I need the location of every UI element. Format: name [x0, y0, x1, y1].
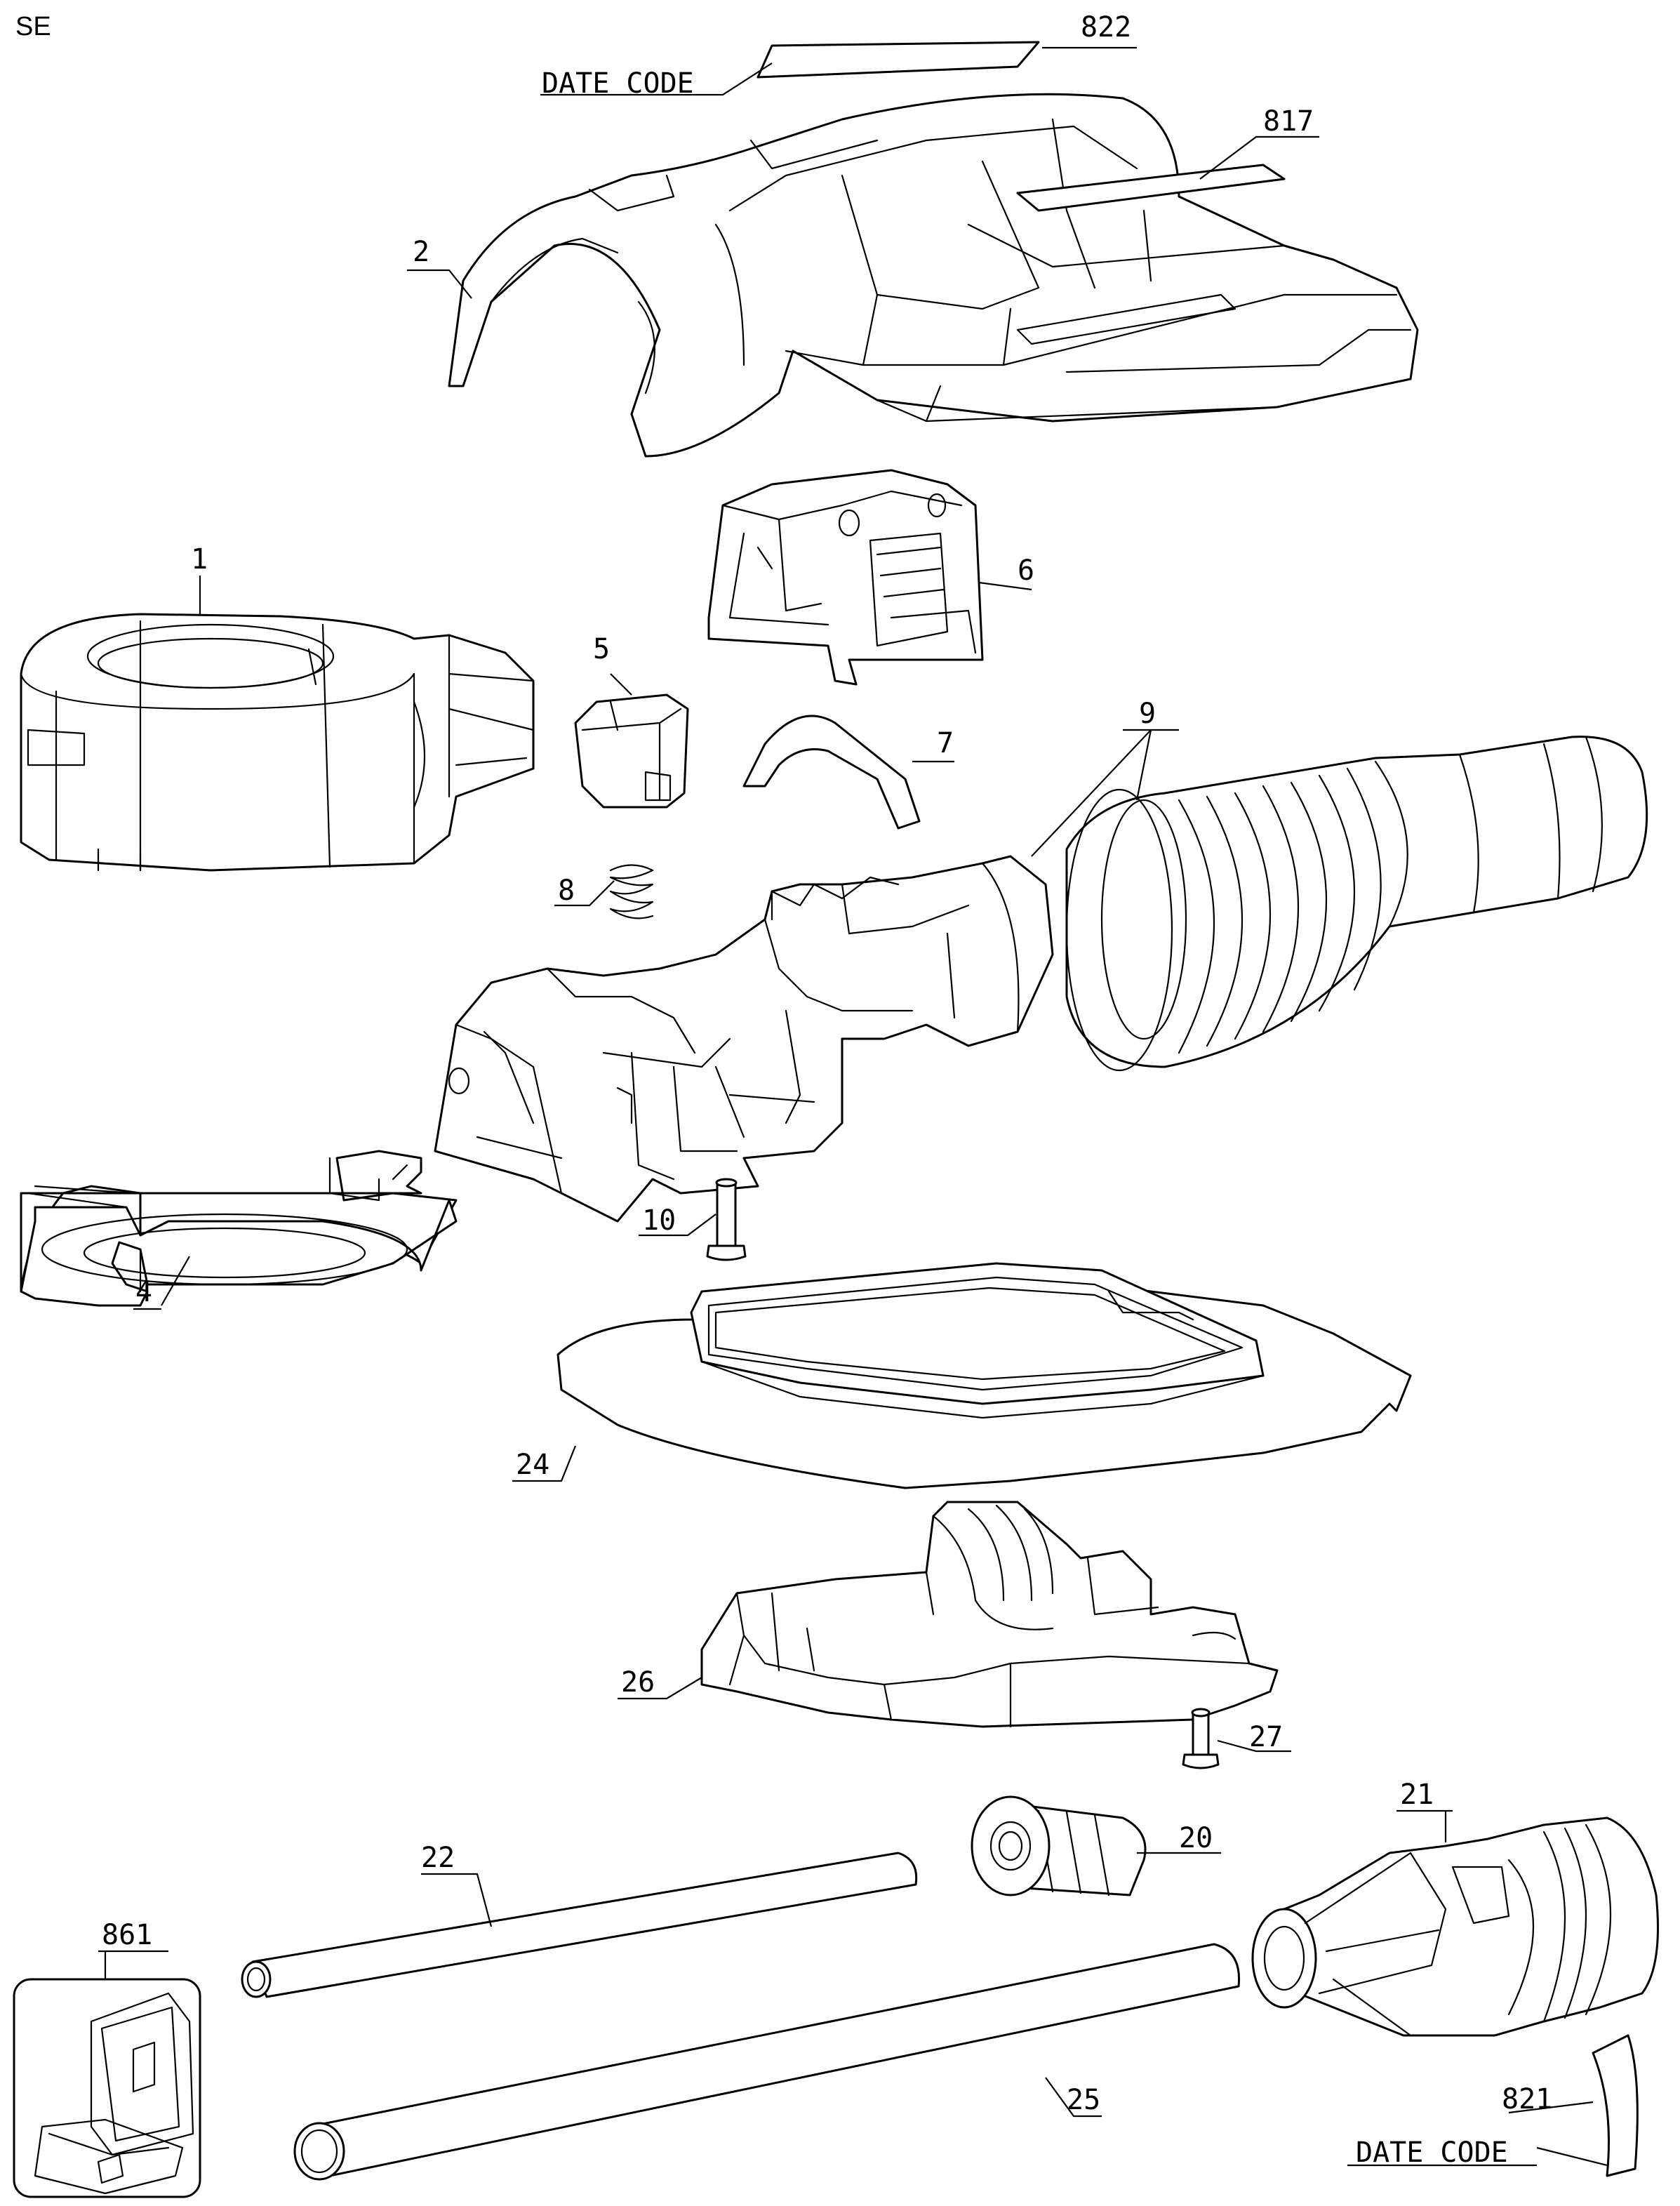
callout-1: 1	[191, 543, 208, 576]
callout-20: 20	[1179, 1822, 1213, 1854]
callout-2: 2	[413, 236, 429, 268]
callout-24: 24	[516, 1449, 549, 1481]
callout-861: 861	[102, 1919, 152, 1951]
part-21-nozzle	[1251, 1816, 1659, 2037]
callout-8: 8	[558, 875, 575, 907]
part-24-filter-plate	[556, 1262, 1412, 1489]
callout-26: 26	[621, 1666, 655, 1699]
callout-22: 22	[421, 1842, 455, 1874]
part-6-switch-housing	[707, 469, 984, 686]
callout-4: 4	[135, 1276, 152, 1308]
part-861-case	[13, 1978, 201, 2198]
callout-7: 7	[937, 727, 954, 759]
part-1-canister	[20, 613, 535, 872]
sheet-code: SE	[15, 12, 51, 41]
callout-822: 822	[1081, 11, 1131, 44]
callout-25: 25	[1067, 2084, 1100, 2116]
callout-labels: 822 DATE CODE 817 2 6 1 5 7 9 8 10 4 24 …	[102, 11, 1552, 2169]
callout-date-code-bottom: DATE CODE	[1356, 2137, 1508, 2169]
callout-9: 9	[1139, 698, 1156, 730]
part-5-switch	[574, 693, 689, 809]
part-7-clip	[742, 715, 921, 830]
part-27-screw	[1182, 1708, 1220, 1769]
part-4-filter-lid	[20, 1150, 458, 1307]
part-26-base	[700, 1501, 1279, 1728]
part-22-tube	[241, 1852, 918, 1998]
part-25-tube	[293, 1943, 1241, 2181]
callout-5: 5	[593, 633, 610, 665]
callout-817: 817	[1263, 105, 1314, 138]
callout-6: 6	[1018, 554, 1034, 587]
callout-821: 821	[1502, 2083, 1552, 2115]
part-10-screw	[706, 1178, 747, 1261]
callout-21: 21	[1400, 1779, 1434, 1811]
part-20-adapter	[971, 1795, 1147, 1896]
leader-lines	[98, 46, 1608, 2167]
callout-10: 10	[642, 1204, 676, 1237]
part-9-handle-and-hose	[434, 736, 1648, 1223]
part-2-top-housing	[448, 93, 1419, 458]
callout-date-code-top: DATE CODE	[542, 67, 694, 100]
part-8-spring	[609, 864, 654, 919]
callout-27: 27	[1249, 1721, 1283, 1753]
